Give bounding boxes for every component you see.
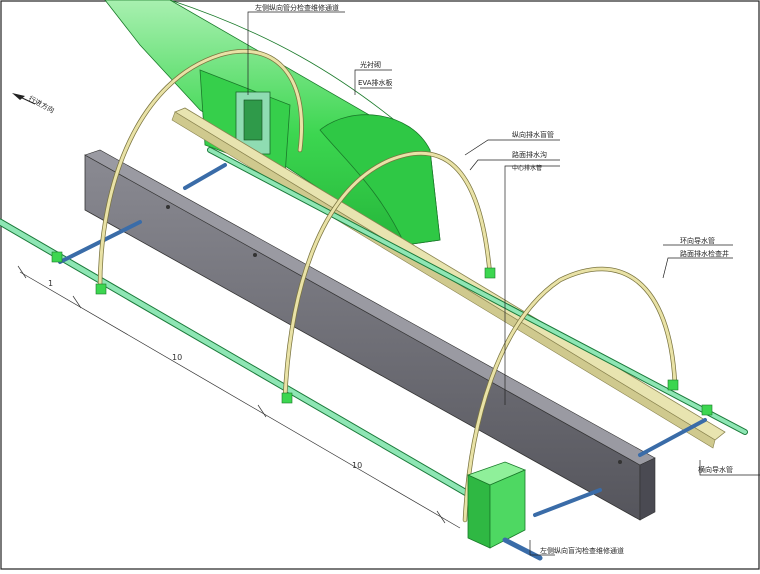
callout-ring-drain: 环向导水管 <box>680 236 715 245</box>
inspection-well-box <box>466 461 543 561</box>
side-pipe-right <box>207 147 748 435</box>
dimension-label-1: 1 <box>48 279 53 288</box>
callout-transverse-drain: 横向导水管 <box>698 465 733 474</box>
transverse-drain-pipes <box>58 163 707 517</box>
callout-waterproof-board: EVA排水板 <box>358 78 393 87</box>
callout-center-drain: 中心排水管 <box>512 164 542 172</box>
dimension-label-2: 10 <box>172 353 182 362</box>
callout-lining: 光衬砌 <box>360 60 381 69</box>
dimension-label-3: 10 <box>352 461 362 470</box>
callout-longitudinal-drain: 纵向排水盲管 <box>512 130 554 139</box>
callout-road-ditch: 路面排水沟 <box>512 150 547 159</box>
direction-indicator: 行进方向 <box>12 93 56 115</box>
callout-side-ditch-check: 路面排水检查井 <box>680 249 729 258</box>
side-pipe-left <box>0 218 474 499</box>
direction-label: 行进方向 <box>27 94 56 115</box>
drainage-channel-beam <box>84 149 656 521</box>
dimension-lines <box>17 265 461 529</box>
callout-top-access: 左侧纵向管分检查维修通道 <box>255 3 339 12</box>
pipe-junctions <box>51 251 713 416</box>
ring-drain-arches <box>97 49 678 523</box>
callout-leaders <box>247 11 760 556</box>
callout-bottom-access: 左侧纵向盲沟检查维修通道 <box>540 546 624 555</box>
